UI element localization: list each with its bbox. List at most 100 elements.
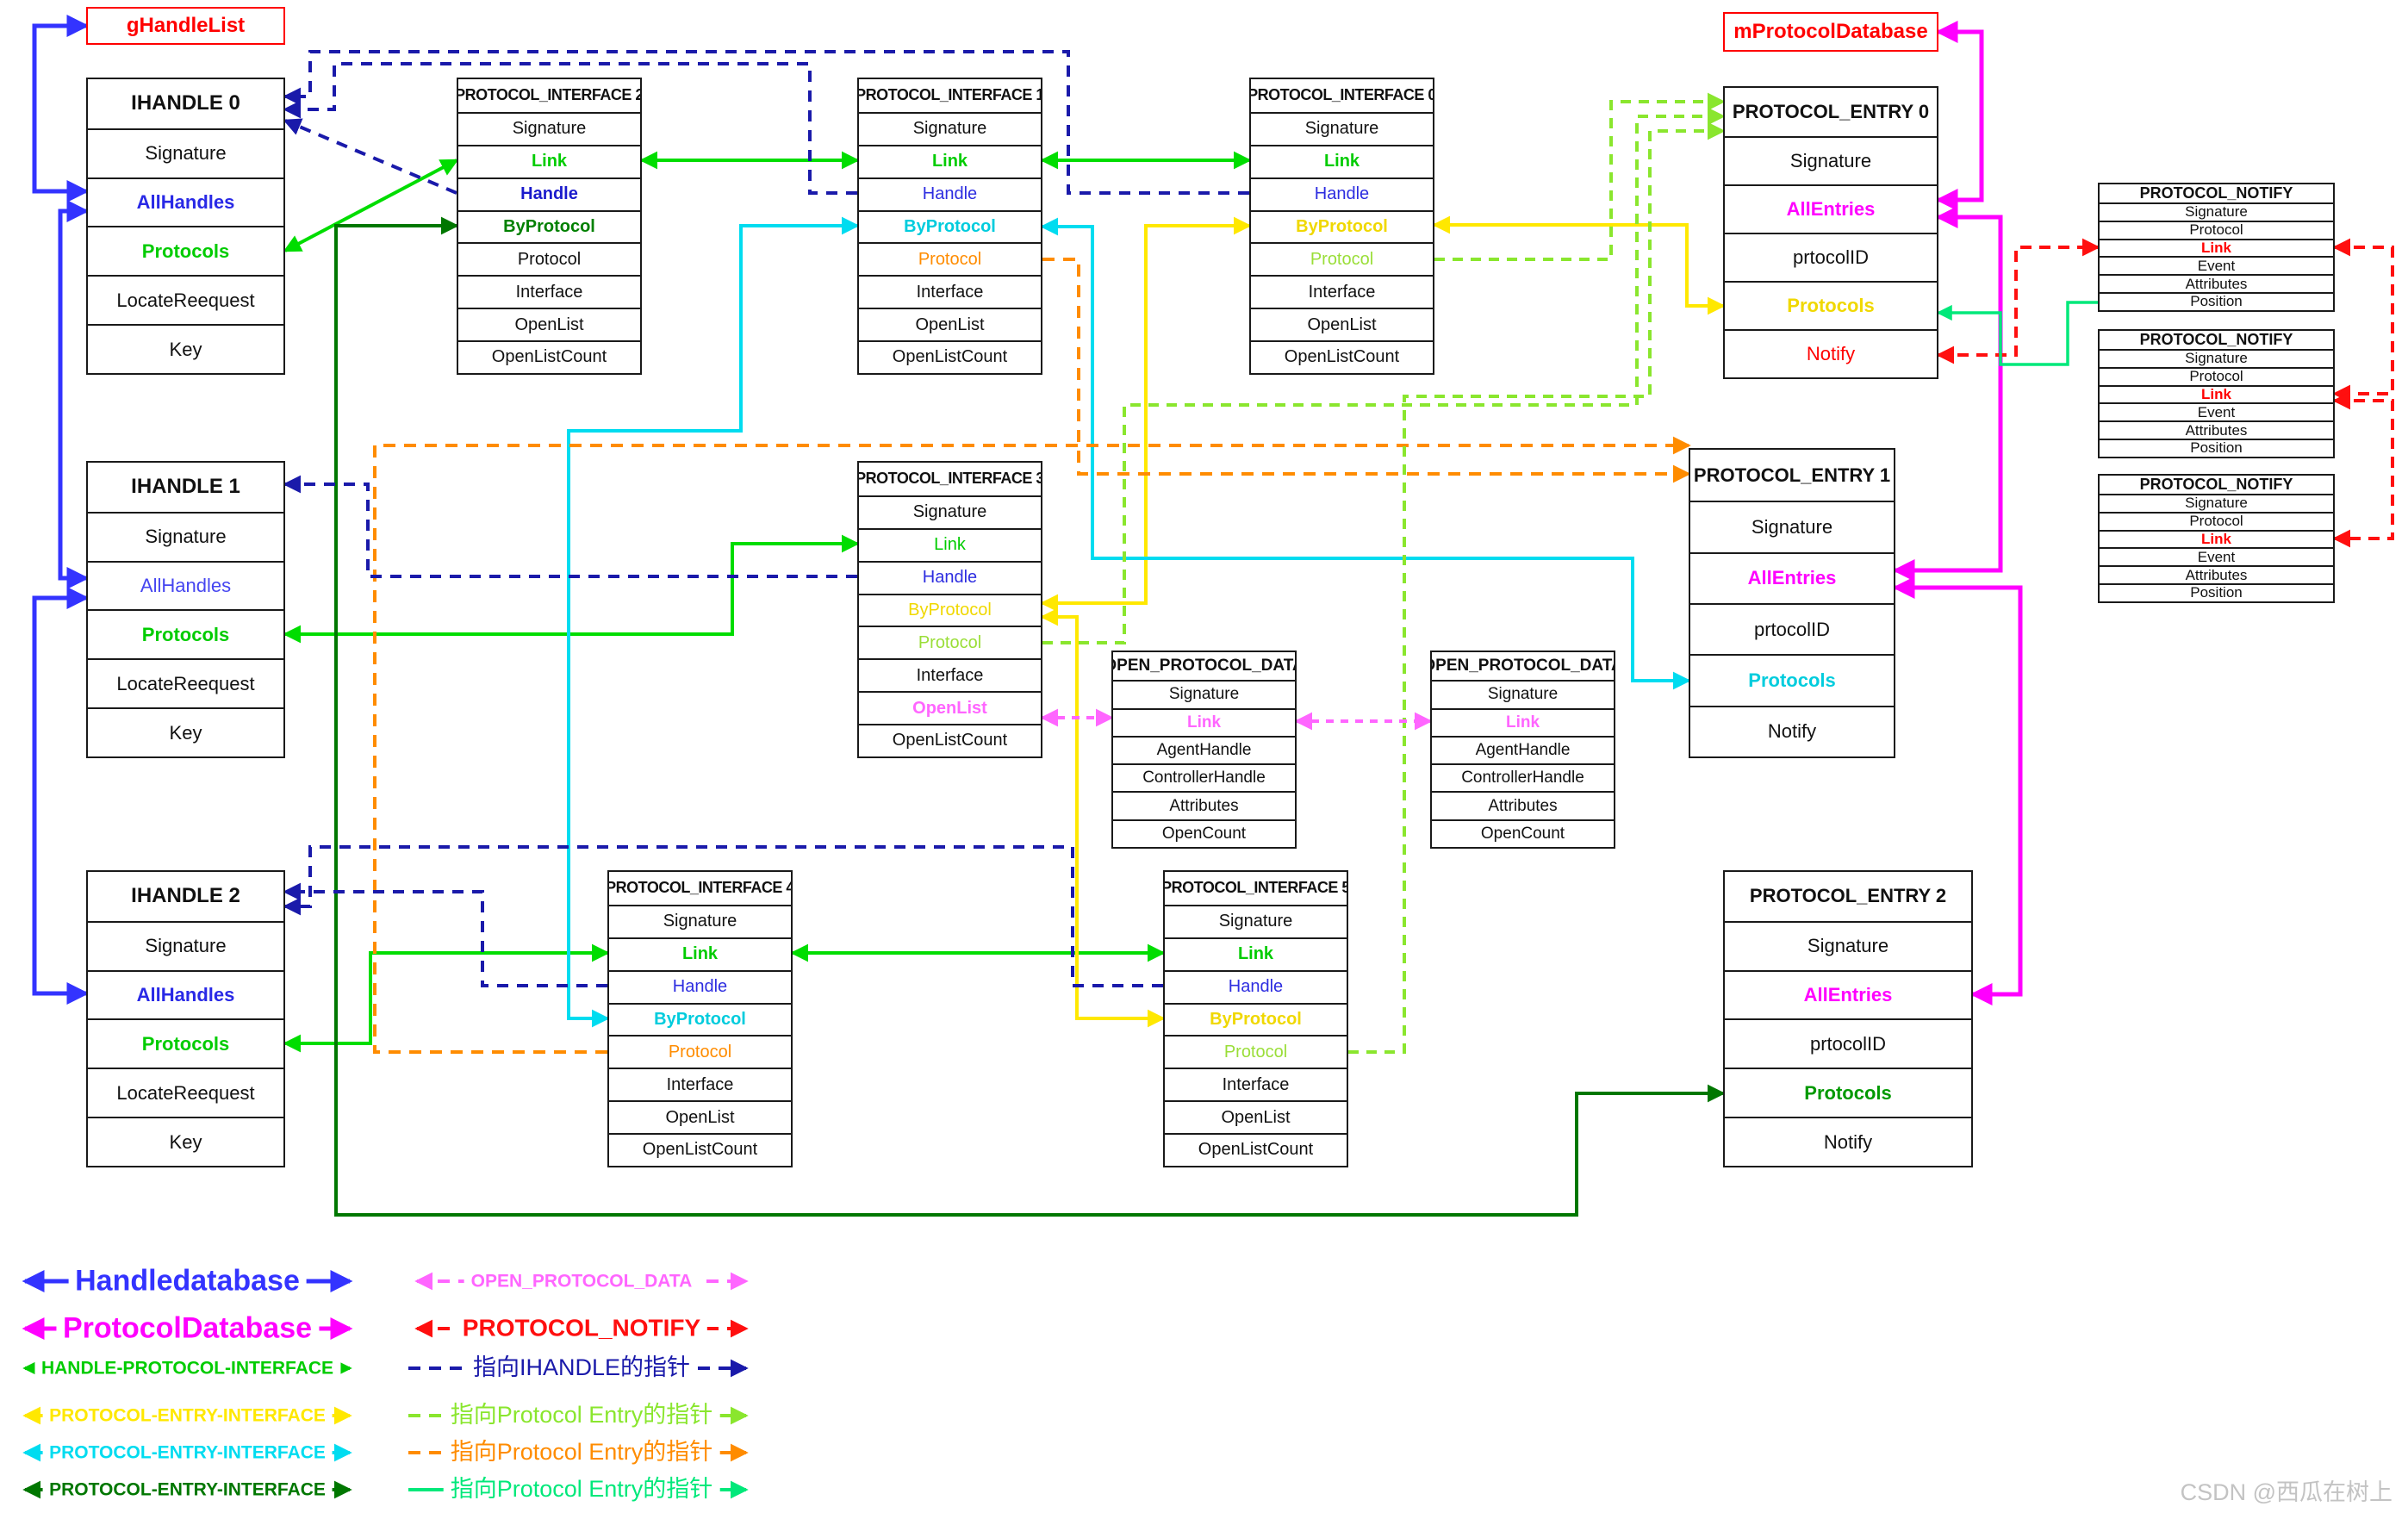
pi0-field-link: Link [1251,144,1433,177]
pi4-field-signature: Signature [609,904,791,937]
arrow-pn2-link-pn3-link [2332,391,2394,548]
pi4-field-openlist: OpenList [609,1100,791,1133]
ihandle1-field-key: Key [88,707,283,756]
arrow-pi0-handle-ihandle0 [283,50,1249,195]
pi2-field-handle: Handle [458,177,640,210]
pi3-field-openlistcount: OpenListCount [859,724,1041,756]
pn2-field-protocol: Protocol [2100,366,2333,385]
pi4-field-interface: Interface [609,1068,791,1100]
ihandle2-field-signature: Signature [88,920,283,970]
ihandle0-field-signature: Signature [88,128,283,177]
pe1-field-protocols: Protocols [1690,654,1894,705]
opd2-field-opencount: OpenCount [1432,819,1614,847]
pe0-field-protocols: Protocols [1725,281,1937,329]
arrow-pi0-protocol-pe0 [1434,92,1726,261]
legend-left-5-label: PROTOCOL-ENTRY-INTERFACE [42,1479,333,1500]
opd1-field-signature: Signature [1113,680,1295,707]
pe2-field-protocols: Protocols [1725,1068,1971,1117]
opd2-field-controllerhandle: ControllerHandle [1432,763,1614,791]
opd2-title: OPEN_PROTOCOL_DATA [1432,657,1614,675]
pe2-field-signature: Signature [1725,920,1971,970]
pn1-field-attributes: Attributes [2100,274,2333,292]
ihandle0-title: IHANDLE 0 [131,91,240,115]
pi2-field-byprotocol: ByProtocol [458,209,640,243]
pi1-field-signature: Signature [859,111,1041,145]
pe1-field-prtocolid: prtocolID [1690,602,1894,654]
arrow-pi4-protocol-pe1 [373,436,1691,1054]
pi1-field-protocol: Protocol [859,242,1041,275]
ihandle2-field-key: Key [88,1117,283,1166]
pi2-field-protocol: Protocol [458,242,640,275]
opd1-field-controllerhandle: ControllerHandle [1113,763,1295,791]
pn1-field-protocol: Protocol [2100,220,2333,239]
pe1-field-signature: Signature [1690,501,1894,551]
pe1-field-notify: Notify [1690,705,1894,756]
legend-right-3-label: 指向Protocol Entry的指针 [443,1402,720,1429]
pn1-field-link: Link [2100,238,2333,257]
arrow-pe0-notify-pn1-link [1936,238,2100,364]
pe2-field-allentries: AllEntries [1725,969,1971,1019]
pn1-title: PROTOCOL_NOTIFY [2139,184,2293,202]
opd2-field-agenthandle: AgentHandle [1432,735,1614,763]
pi3-field-openlist: OpenList [859,691,1041,724]
arrow-pi3-handle-ihandle1 [283,475,857,578]
ghandlelist-struct: gHandleList [86,7,285,45]
pi0-field-byprotocol: ByProtocol [1251,209,1433,243]
pn1-field-signature: Signature [2100,202,2333,221]
arrow-ihandle1-protocols-pi3-link [283,534,860,644]
legend-right-5-label: 指向Protocol Entry的指针 [443,1476,720,1503]
pe0-field-signature: Signature [1725,136,1937,184]
pe0-title: PROTOCOL_ENTRY 0 [1732,101,1930,122]
pi0-field-openlist: OpenList [1251,308,1433,340]
pi4-field-openlistcount: OpenListCount [609,1133,791,1166]
legend-left-1-label: ProtocolDatabase [55,1311,320,1345]
pi2-field-interface: Interface [458,275,640,308]
arrow-ihandle0-ihandle1-allhandles [58,200,90,589]
legend-left-0-label: Handledatabase [68,1264,307,1298]
legend-left-2-label: HANDLE-PROTOCOL-INTERFACE [34,1358,341,1379]
watermark: CSDN @西瓜在树上 [2180,1479,2392,1505]
arrow-ihandle2-protocols-pi4-link [283,943,610,1053]
pe0-field-prtocolid: prtocolID [1725,233,1937,281]
pe2-field-notify: Notify [1725,1117,1971,1166]
legend-left-2: HANDLE-PROTOCOL-INTERFACE [13,1349,362,1387]
pn2-title: PROTOCOL_NOTIFY [2139,331,2293,348]
pn2-field-link: Link [2100,384,2333,403]
pi2-field-signature: Signature [458,111,640,145]
pi3-field-byprotocol: ByProtocol [859,593,1041,626]
pi1-field-openlist: OpenList [859,308,1041,340]
arrow-pe0-protocols-pi0-byprotocol [1432,215,1726,315]
pi3-field-signature: Signature [859,495,1041,528]
pe0-field-allentries: AllEntries [1725,184,1937,233]
arrow-pn1-link-pn2-link [2332,238,2394,403]
pi0-field-interface: Interface [1251,275,1433,308]
pi1-field-openlistcount: OpenListCount [859,340,1041,373]
ihandle2-field-protocols: Protocols [88,1018,283,1068]
pi2-field-openlist: OpenList [458,308,640,340]
pi2-title: PROTOCOL_INTERFACE 2 [458,86,640,104]
arrow-ihandle1-ihandle2-allhandles [32,587,90,1005]
opd1-field-agenthandle: AgentHandle [1113,735,1295,763]
pi1-field-handle: Handle [859,177,1041,210]
arrow-ghandlelist-ihandle0-allhandles [32,15,90,202]
pi5-field-openlistcount: OpenListCount [1165,1133,1347,1166]
ihandle1-field-allhandles: AllHandles [88,560,283,610]
ihandle2-field-allhandles: AllHandles [88,969,283,1019]
pi4-field-byprotocol: ByProtocol [609,1002,791,1036]
pn3-field-event: Event [2100,547,2333,565]
pn2-field-event: Event [2100,402,2333,420]
legend-left-4-label: PROTOCOL-ENTRY-INTERFACE [42,1442,333,1463]
pi0-field-protocol: Protocol [1251,242,1433,275]
pn3-title: PROTOCOL_NOTIFY [2139,476,2293,493]
